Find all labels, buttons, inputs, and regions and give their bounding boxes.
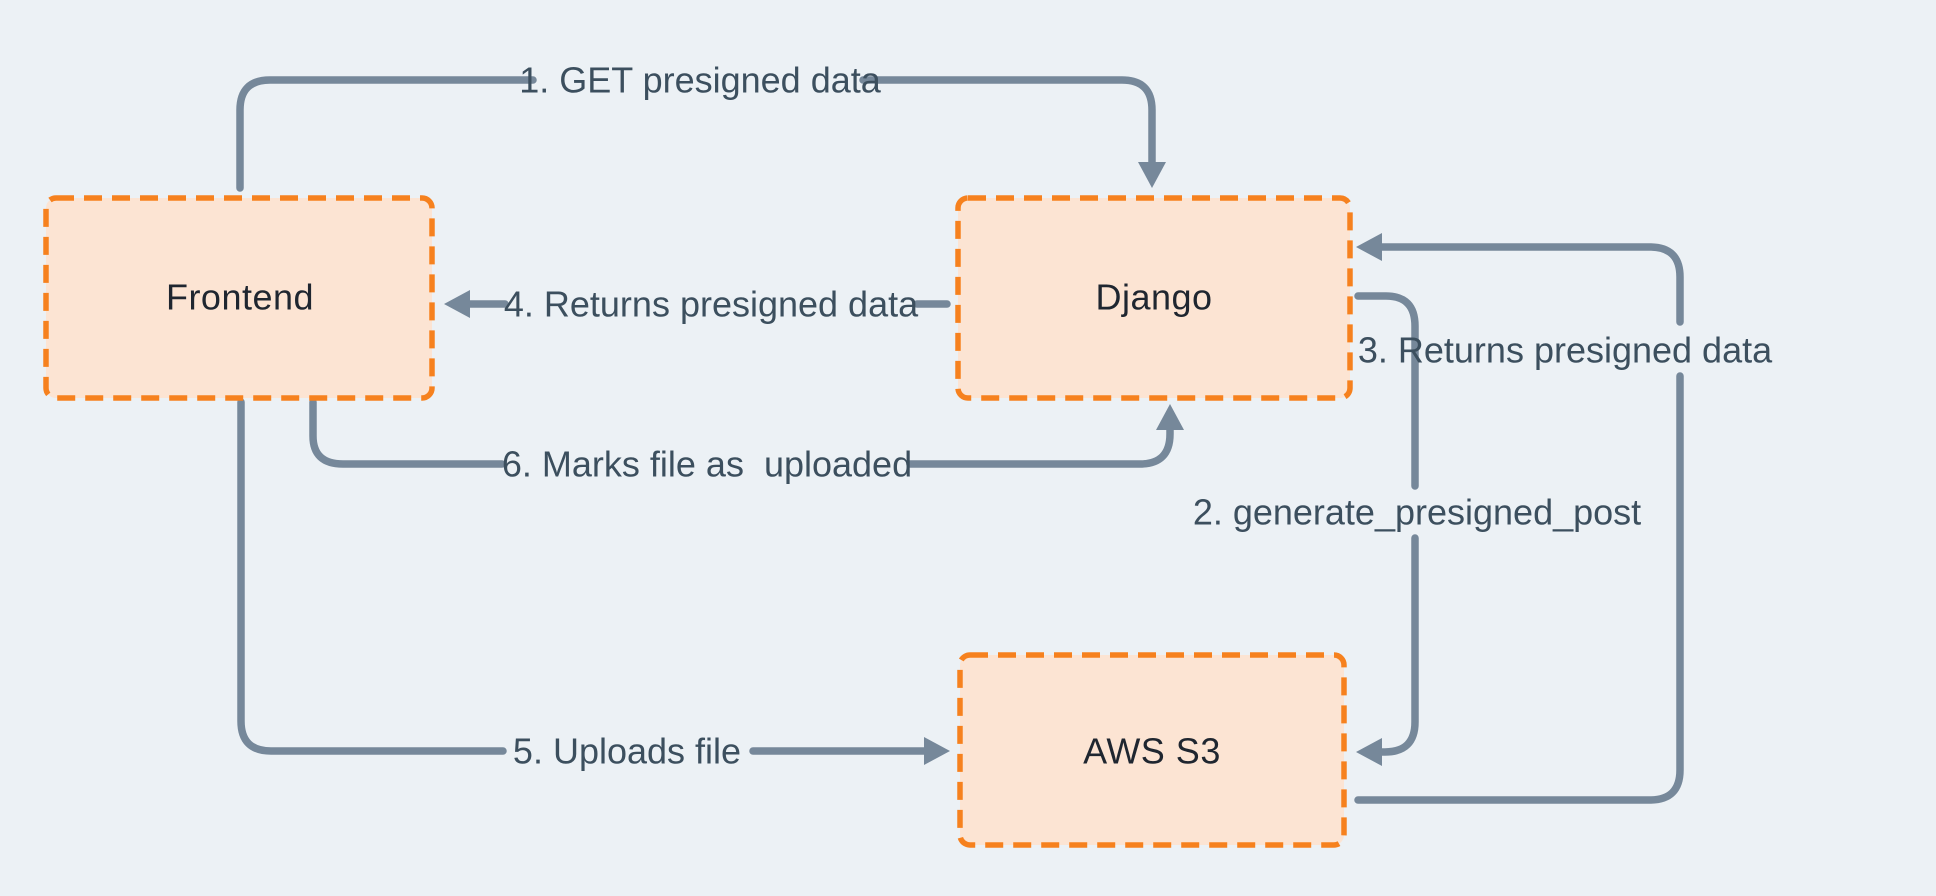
arrow-returns-presigned-data-to-django: 3. Returns presigned data: [1354, 233, 1773, 804]
arrow-get-presigned-data: 1. GET presigned data: [236, 60, 1166, 192]
arrow-3-arrowhead-icon: [1356, 233, 1382, 261]
arrow-returns-presigned-data-to-frontend: 4. Returns presigned data: [444, 284, 951, 325]
arrow-1-label: 1. GET presigned data: [519, 60, 882, 101]
arrow-6-arrowhead-icon: [1156, 404, 1184, 430]
arrow-5-label: 5. Uploads file: [513, 731, 741, 772]
arrow-3-label: 3. Returns presigned data: [1358, 330, 1773, 371]
arrow-1-segment-left: [236, 76, 537, 192]
arrow-1-arrowhead-icon: [1138, 162, 1166, 188]
django-node: Django: [955, 195, 1353, 401]
arrow-3-segment-bottom: [1354, 372, 1684, 804]
django-node-box: [955, 195, 1353, 401]
arrow-6-segment-right: [906, 426, 1174, 468]
arrow-uploads-file: 5. Uploads file: [237, 398, 950, 772]
arrow-3-segment-top: [1378, 243, 1684, 326]
django-node-label: Django: [1095, 277, 1212, 318]
arrow-4-label: 4. Returns presigned data: [504, 284, 919, 325]
arrow-5-segment-left: [237, 398, 507, 755]
aws-s3-node-box: [957, 652, 1347, 848]
arrow-4-arrowhead-icon: [444, 290, 470, 318]
arrow-5-arrowhead-icon: [924, 737, 950, 765]
arrow-6-segment-left: [309, 398, 506, 468]
arrow-2-segment-top: [1354, 292, 1419, 490]
aws-s3-node: AWS S3: [957, 652, 1347, 848]
arrow-6-label: 6. Marks file as uploaded: [502, 444, 912, 485]
arrow-2-segment-bottom: [1378, 534, 1419, 756]
arrow-generate-presigned-post: 2. generate_presigned_post: [1193, 292, 1641, 766]
frontend-node-label: Frontend: [166, 277, 314, 318]
frontend-node: Frontend: [43, 195, 435, 401]
aws-s3-node-label: AWS S3: [1083, 731, 1221, 772]
arrow-2-arrowhead-icon: [1356, 738, 1382, 766]
frontend-node-box: [43, 195, 435, 401]
arrow-1-segment-right: [859, 76, 1156, 166]
arrow-marks-file-uploaded: 6. Marks file as uploaded: [309, 398, 1184, 485]
arrow-2-label: 2. generate_presigned_post: [1193, 492, 1641, 533]
